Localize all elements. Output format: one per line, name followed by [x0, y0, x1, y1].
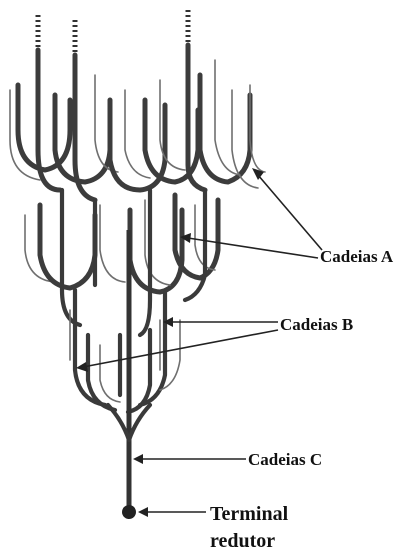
label-chains-a: Cadeias A	[320, 247, 393, 267]
chain-continuation-dots	[38, 10, 188, 55]
arrow-chains-a-2	[180, 233, 318, 258]
chain-c-group	[108, 230, 150, 510]
arrow-chains-b-2	[76, 330, 278, 372]
arrow-chains-c	[133, 454, 246, 464]
label-chains-b: Cadeias B	[280, 315, 353, 335]
label-chains-c: Cadeias C	[248, 450, 322, 470]
label-terminal-line1: Terminal	[210, 503, 288, 526]
chains-a-group	[10, 45, 265, 292]
label-terminal-line2: redutor	[210, 530, 275, 553]
arrow-terminal	[138, 507, 206, 517]
reducing-end-dot	[122, 505, 136, 519]
arrow-chains-a-1	[252, 168, 322, 250]
